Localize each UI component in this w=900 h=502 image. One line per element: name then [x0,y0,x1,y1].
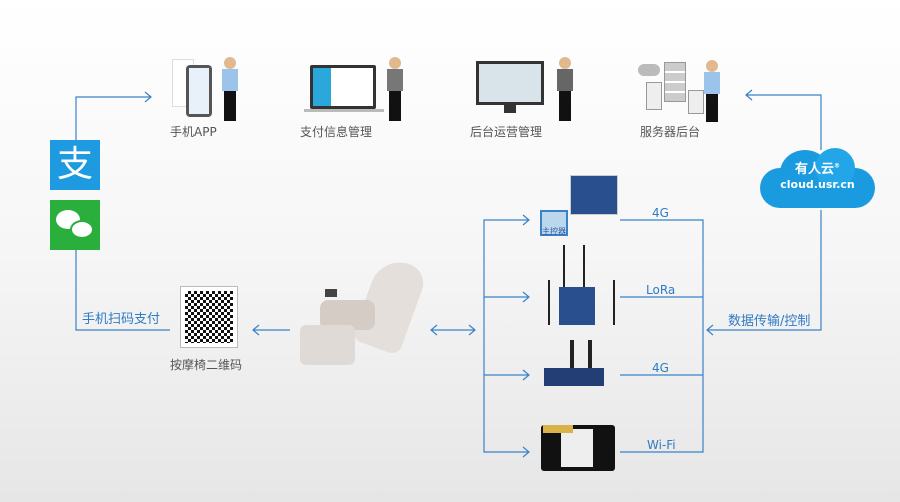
lora-gateway [543,245,623,327]
cloud-url: cloud.usr.cn [780,178,855,191]
operations-management-illustration [474,57,579,125]
link-label: LoRa [646,283,676,297]
server-illustration [638,60,728,125]
arrow-chair-devices [430,324,476,336]
cloud-icon: 有人云® cloud.usr.cn [760,148,875,210]
top-node-label: 服务器后台 [640,125,701,139]
qr-code [180,286,238,348]
payment-management-illustration [302,57,407,125]
phone-app-illustration [172,57,242,125]
device-bracket [483,219,528,453]
line-to-app [75,96,150,140]
link-label: Wi-Fi [647,438,676,452]
alipay-icon: 支 [50,140,100,190]
controller-module: 主控器 [540,175,620,237]
scan-pay-label: 手机扫码支付 [82,312,161,327]
link-bracket [620,219,704,453]
cloud-data-line [706,210,822,336]
top-node-label: 后台运营管理 [470,125,543,139]
top-node-label: 支付信息管理 [300,125,373,139]
qr-label: 按摩椅二维码 [170,358,243,372]
arrow-head [144,91,152,103]
link-label: 4G [652,206,669,220]
top-node-label: 手机APP [170,125,217,139]
line-scan-pay [75,250,170,331]
arrow-chair-to-qr [252,324,290,336]
massage-chair-illustration [295,254,430,375]
link-label: 4G [652,361,669,375]
wifi-module [541,425,615,471]
wechat-icon [50,200,100,250]
4g-router [540,340,620,390]
cloud-link-label: 数据传输/控制 [728,314,811,329]
cloud-name: 有人云 [794,162,834,177]
cloud-to-server-line [745,89,822,150]
